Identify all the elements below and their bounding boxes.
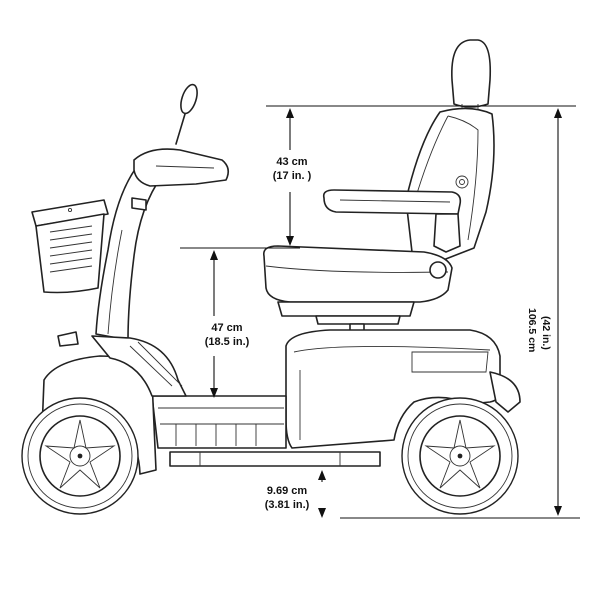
ground-clearance-imperial: (3.81 in.) xyxy=(264,499,310,511)
dimension-seat-depth xyxy=(286,108,294,246)
floorboard xyxy=(151,395,381,467)
seat-height-imperial: (18.5 in.) xyxy=(204,336,250,348)
dimension-seat-height xyxy=(180,247,300,398)
dimension-overall-height xyxy=(266,105,580,519)
mirror xyxy=(175,83,198,145)
ground-clearance-label: 9.69 cm (3.81 in.) xyxy=(252,484,322,512)
armrest xyxy=(322,189,462,253)
seat-height-label: 47 cm (18.5 in.) xyxy=(192,321,262,349)
dimension-ground-clearance xyxy=(318,470,326,518)
front-basket xyxy=(31,199,109,294)
front-wheel xyxy=(21,397,139,515)
logo-icon xyxy=(455,175,469,189)
seat-cushion xyxy=(262,245,453,325)
steering-column xyxy=(95,148,230,341)
seat-depth-imperial: (17 in. ) xyxy=(272,170,312,182)
ground-clearance-metric: 9.69 cm xyxy=(266,485,308,497)
seat-knob xyxy=(429,261,447,279)
seat-height-metric: 47 cm xyxy=(211,322,243,334)
seat-depth-label: 43 cm (17 in. ) xyxy=(262,155,322,183)
overall-height-metric: 106.5 cm xyxy=(526,308,538,353)
rear-wheel xyxy=(401,397,519,515)
overall-height-imperial: (42 in.) xyxy=(540,316,552,350)
front-fender xyxy=(41,331,187,475)
seat-depth-metric: 43 cm xyxy=(276,156,308,168)
seat-back xyxy=(405,107,495,263)
headrest xyxy=(451,39,492,112)
